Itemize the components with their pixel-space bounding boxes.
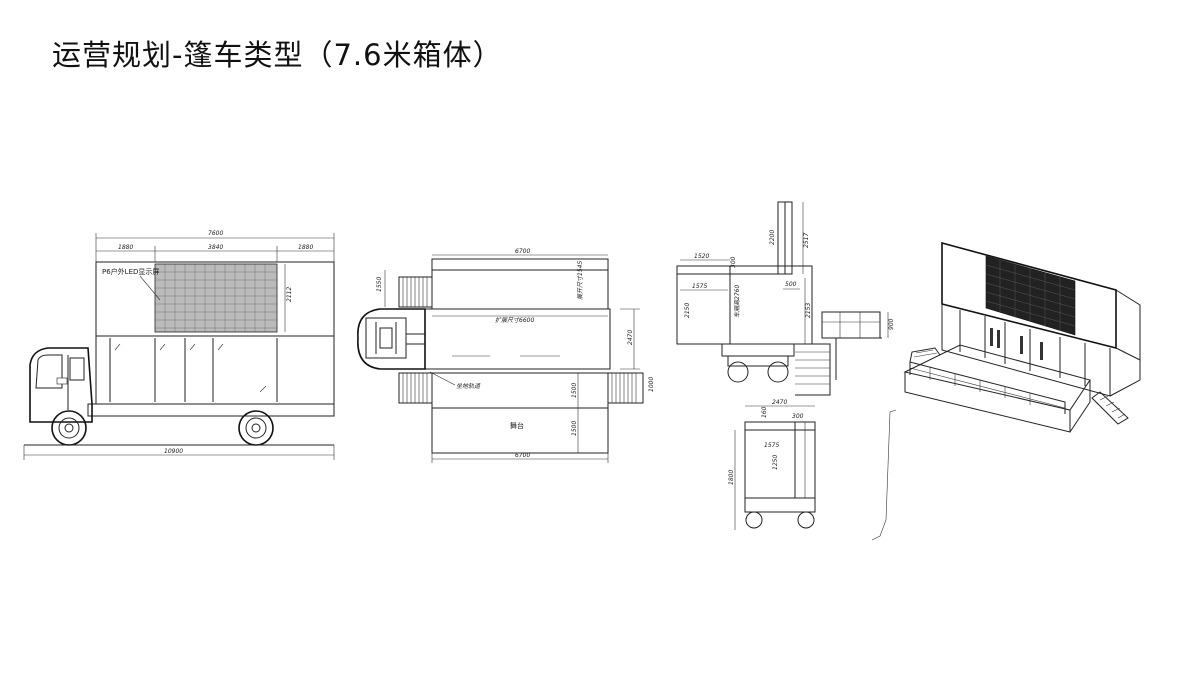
dim-300: 300 [792, 413, 804, 420]
dim-bottom: 6700 [515, 452, 530, 459]
dim-stage-h2: 1500 [571, 421, 578, 436]
page-title: 运营规划-篷车类型（7.6米箱体） [52, 38, 503, 72]
dim-led-height: 2112 [286, 287, 293, 302]
dim-1520: 1520 [694, 253, 709, 260]
dim-side-label: 展开尺寸1545 [576, 261, 584, 300]
dim-top: 6700 [515, 248, 530, 255]
isometric-view-drawing [871, 241, 1141, 541]
led-screen [154, 263, 278, 333]
dim-stage-2760: 车厢高2760 [733, 285, 741, 318]
dim-1250: 1250 [772, 455, 779, 470]
dim-2200: 2200 [769, 230, 776, 245]
led-label: P6户外LED显示屏 [102, 267, 159, 276]
dim-1800: 1800 [728, 470, 735, 485]
dim-1575: 1575 [692, 283, 707, 290]
dim-1575: 1575 [764, 442, 779, 449]
dim-top: 2470 [772, 399, 787, 406]
dim-left: 1880 [118, 244, 133, 251]
dim-right: 2470 [627, 330, 634, 345]
dim-2153: 2153 [805, 303, 812, 318]
annotation: 坐地轨道 [456, 382, 481, 390]
dim-2517: 2517 [803, 233, 810, 248]
dim-total-length: 10900 [164, 448, 183, 455]
dim-stairs: 1000 [648, 377, 655, 392]
dim-total-top: 7600 [208, 230, 223, 237]
top-view-drawing: 6700 展开尺寸1545 1550 扩展尺寸6600 247 [357, 248, 655, 463]
front-view-drawing: 2470 160 300 1575 1250 1800 [728, 399, 816, 530]
dim-center-label: 扩展尺寸6600 [495, 316, 534, 324]
dim-step-left: 1550 [376, 277, 383, 292]
dim-2150: 2150 [684, 303, 691, 318]
dim-160: 160 [761, 406, 768, 418]
rear-view-drawing: 2200 2517 1520 300 1575 2150 车厢高2760 500… [676, 201, 895, 396]
front-wheel [51, 410, 87, 446]
dim-stage-h1: 1500 [571, 383, 578, 398]
side-view-drawing: 7600 1880 3840 1880 P6户外LED显示屏 2112 [23, 230, 335, 460]
dim-900: 900 [888, 318, 895, 330]
dim-500: 500 [785, 281, 797, 288]
stage-label: 舞台 [510, 421, 524, 430]
dim-right: 1880 [298, 244, 313, 251]
dim-center: 3840 [208, 244, 223, 251]
dim-300: 300 [730, 256, 737, 268]
